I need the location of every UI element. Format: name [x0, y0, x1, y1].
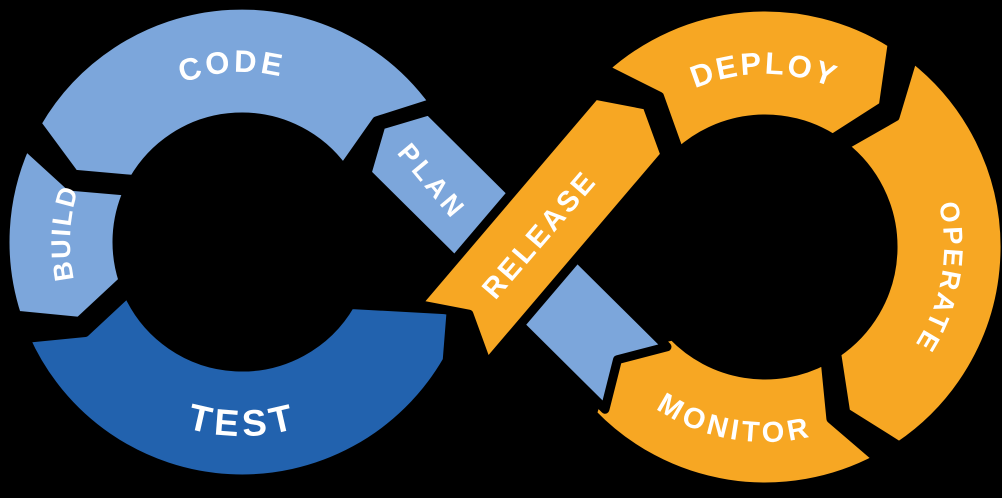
- segment-build-shape: [0, 141, 133, 326]
- segment-build-label: BUILD: [46, 181, 85, 284]
- segment-monitor-shape: [587, 331, 883, 492]
- segment-test-label: TEST: [185, 396, 299, 444]
- segment-release-shape: [412, 90, 670, 369]
- segment-deploy-shape: [599, 2, 897, 157]
- segment-code-shape: [32, 0, 439, 184]
- segment-operate-shape: [832, 53, 1002, 451]
- segment-test-shape: [21, 288, 456, 484]
